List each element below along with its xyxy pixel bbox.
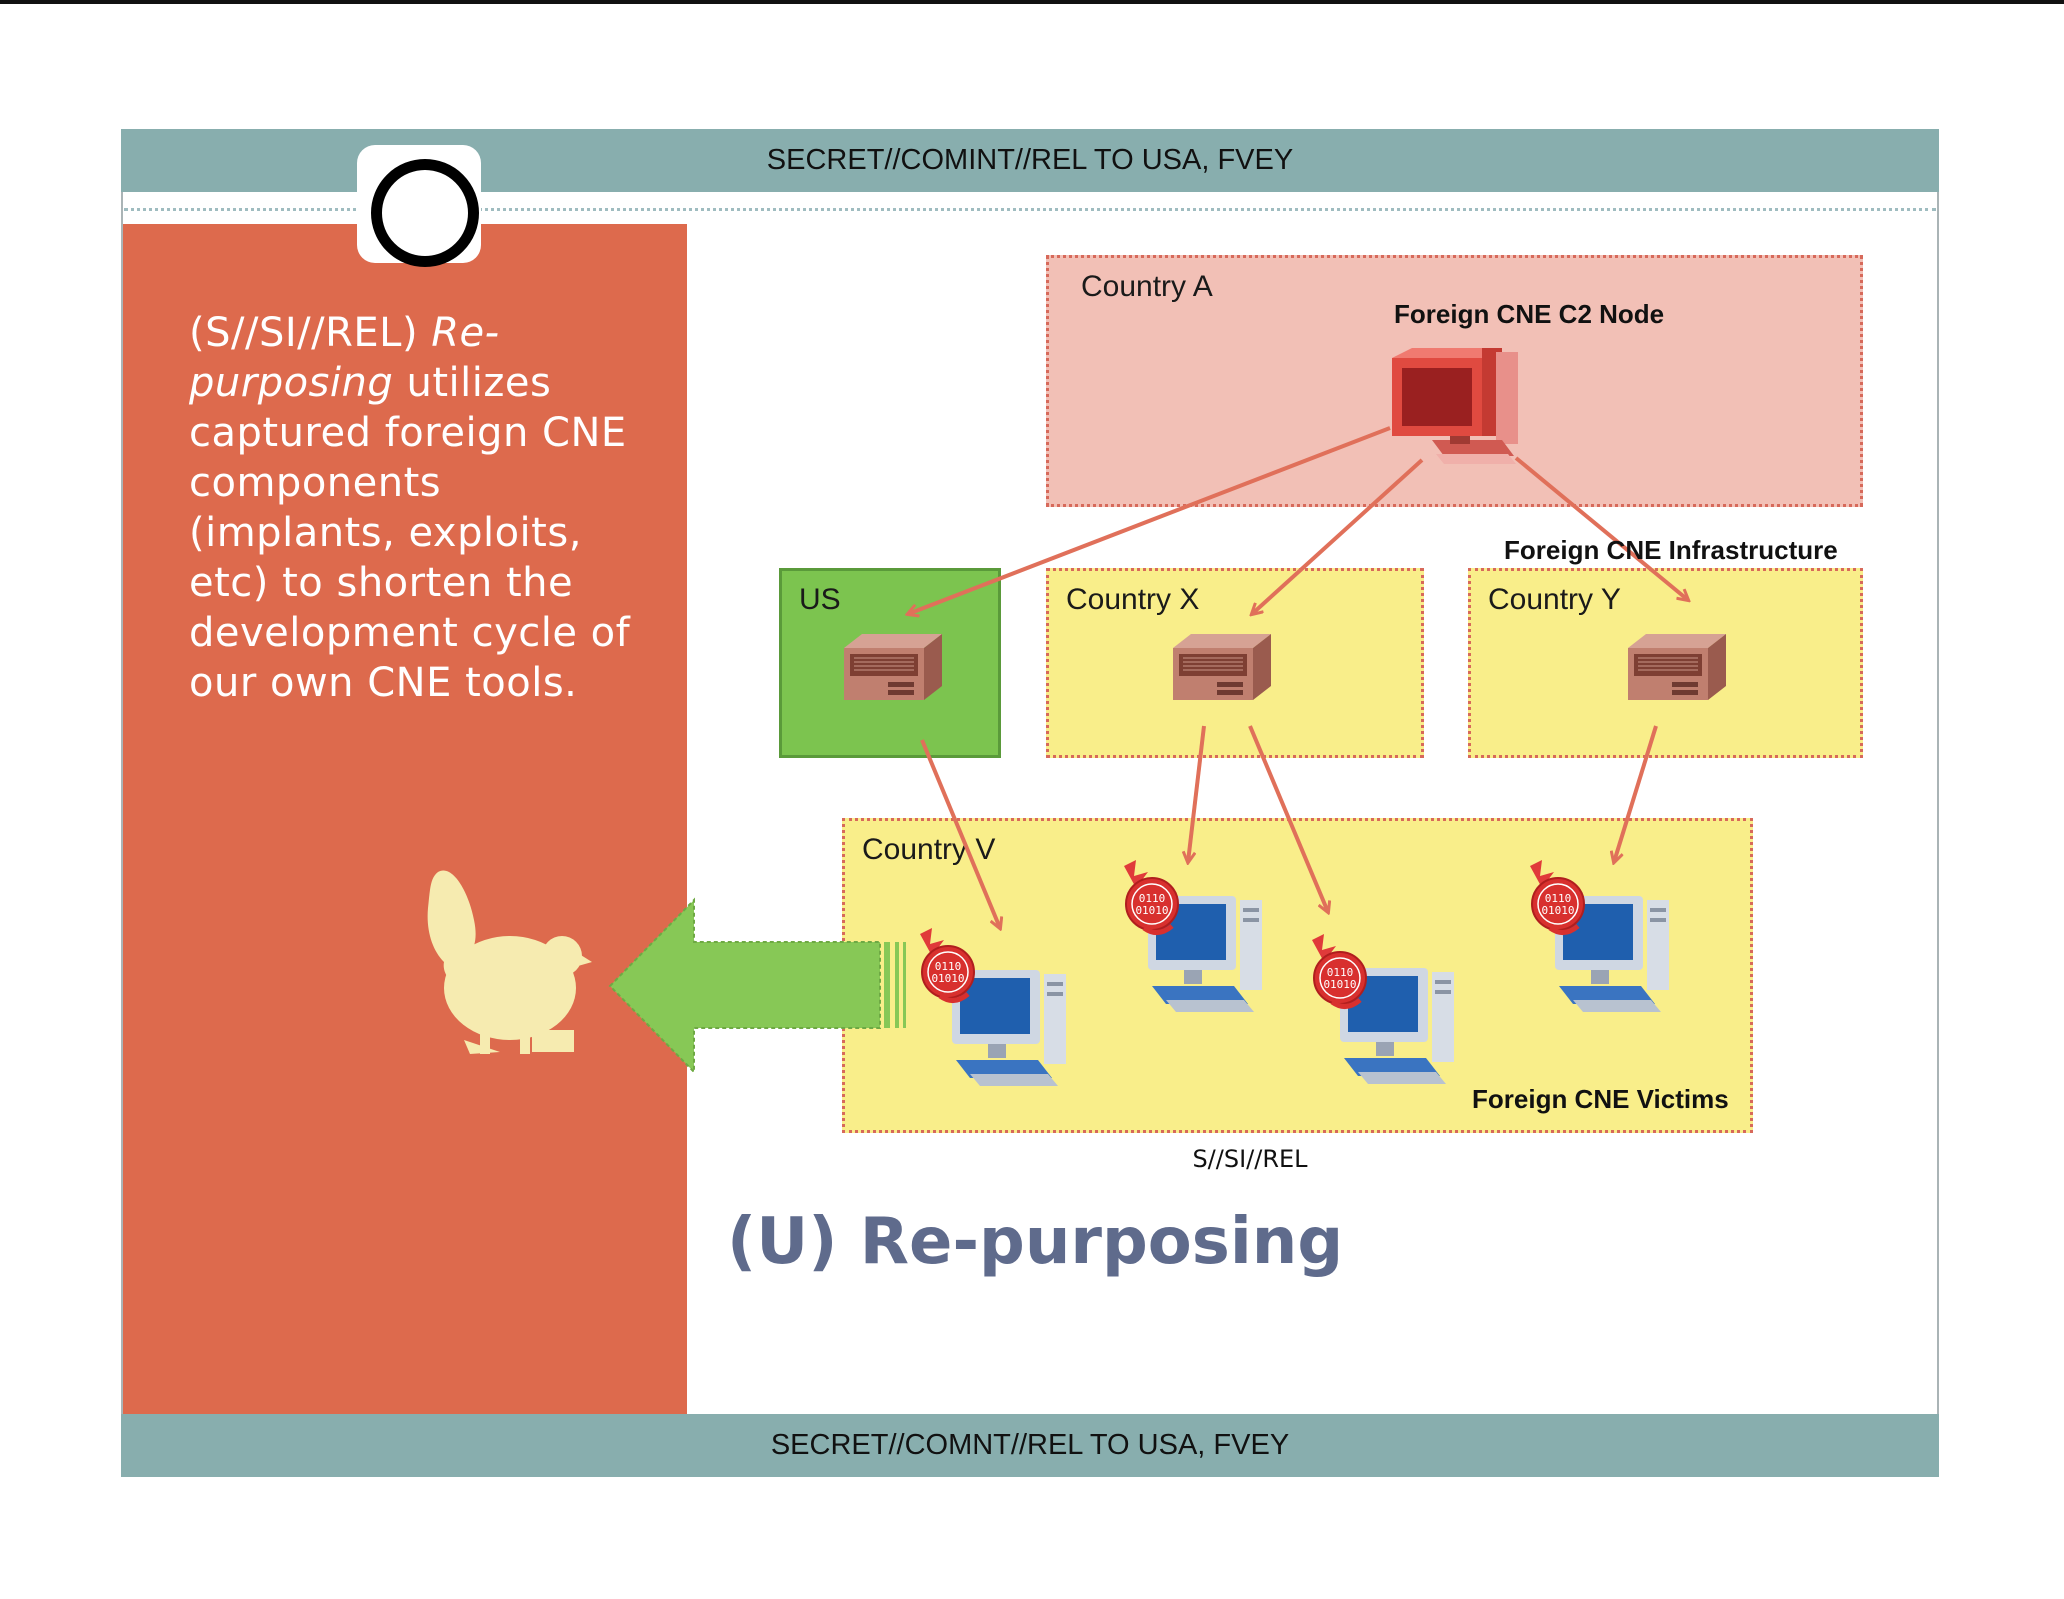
- sidebar-panel: [123, 224, 687, 1414]
- malware-badge-icon: [920, 928, 974, 1001]
- left-arrow-icon: [608, 897, 906, 1075]
- country-y-box: [1468, 568, 1863, 758]
- turkey-icon: [427, 870, 592, 1054]
- c2-computer-icon: [1392, 348, 1518, 464]
- malware-badge-icon: [1312, 934, 1366, 1007]
- country-y-label: Country Y: [1488, 583, 1621, 616]
- description-body: utilizes captured foreign CNE components…: [189, 360, 631, 706]
- country-a-label: Country A: [1081, 270, 1213, 303]
- us-label: US: [799, 583, 841, 616]
- diagram-caption: S//SI//REL: [1192, 1145, 1308, 1173]
- slide-title: (U) Re-purposing: [727, 1205, 1344, 1279]
- malware-badge-icon: [1124, 860, 1178, 933]
- circle-logo-icon: [371, 159, 479, 267]
- country-x-label: Country X: [1066, 583, 1200, 616]
- c2-node-label: Foreign CNE C2 Node: [1394, 299, 1665, 329]
- server-icon: [843, 633, 943, 701]
- victims-label: Foreign CNE Victims: [1472, 1084, 1729, 1114]
- server-icon: [1627, 633, 1727, 701]
- sidebar-description: (S//SI//REL) Re-purposing utilizes captu…: [189, 308, 659, 708]
- classification-banner-bottom: SECRET//COMNT//REL TO USA, FVEY: [121, 1414, 1939, 1477]
- description-italic: Re-purposing: [189, 310, 500, 406]
- top-rule: [0, 0, 2064, 4]
- classification-top-text: SECRET//COMINT//REL TO USA, FVEY: [766, 144, 1294, 176]
- infrastructure-label: Foreign CNE Infrastructure: [1504, 535, 1838, 565]
- malware-badge-icon: [1530, 860, 1584, 933]
- classification-bottom-text: SECRET//COMNT//REL TO USA, FVEY: [770, 1429, 1290, 1461]
- description-prefix: (S//SI//REL): [189, 310, 432, 356]
- header-divider: [124, 208, 1936, 211]
- server-icon: [1172, 633, 1272, 701]
- flow-arrows: [908, 426, 1688, 928]
